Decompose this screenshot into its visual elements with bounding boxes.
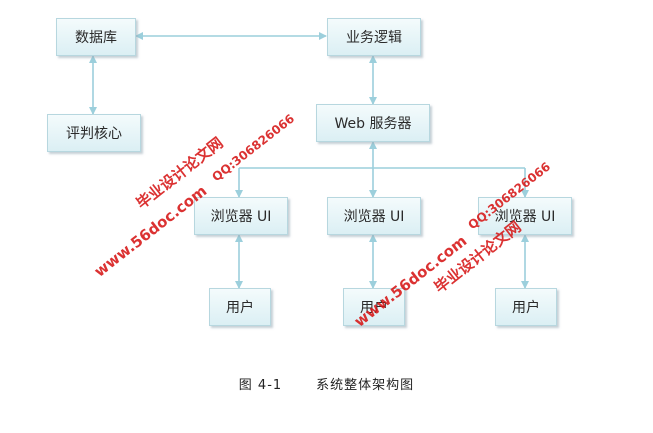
node-browser-ui-3: 浏览器 UI — [478, 197, 572, 235]
node-judge-core: 评判核心 — [47, 114, 141, 152]
figure-caption: 图 4-1 系统整体架构图 — [0, 374, 653, 393]
node-business-logic: 业务逻辑 — [327, 18, 421, 56]
node-web-server: Web 服务器 — [316, 104, 430, 142]
node-user-1: 用户 — [209, 288, 271, 326]
node-browser-ui-2: 浏览器 UI — [327, 197, 421, 235]
figure-number: 图 4-1 — [238, 378, 283, 393]
node-user-3: 用户 — [495, 288, 557, 326]
figure-title: 系统整体架构图 — [316, 378, 415, 393]
node-user-2: 用户 — [343, 288, 405, 326]
node-browser-ui-1: 浏览器 UI — [194, 197, 288, 235]
node-database: 数据库 — [56, 18, 136, 56]
